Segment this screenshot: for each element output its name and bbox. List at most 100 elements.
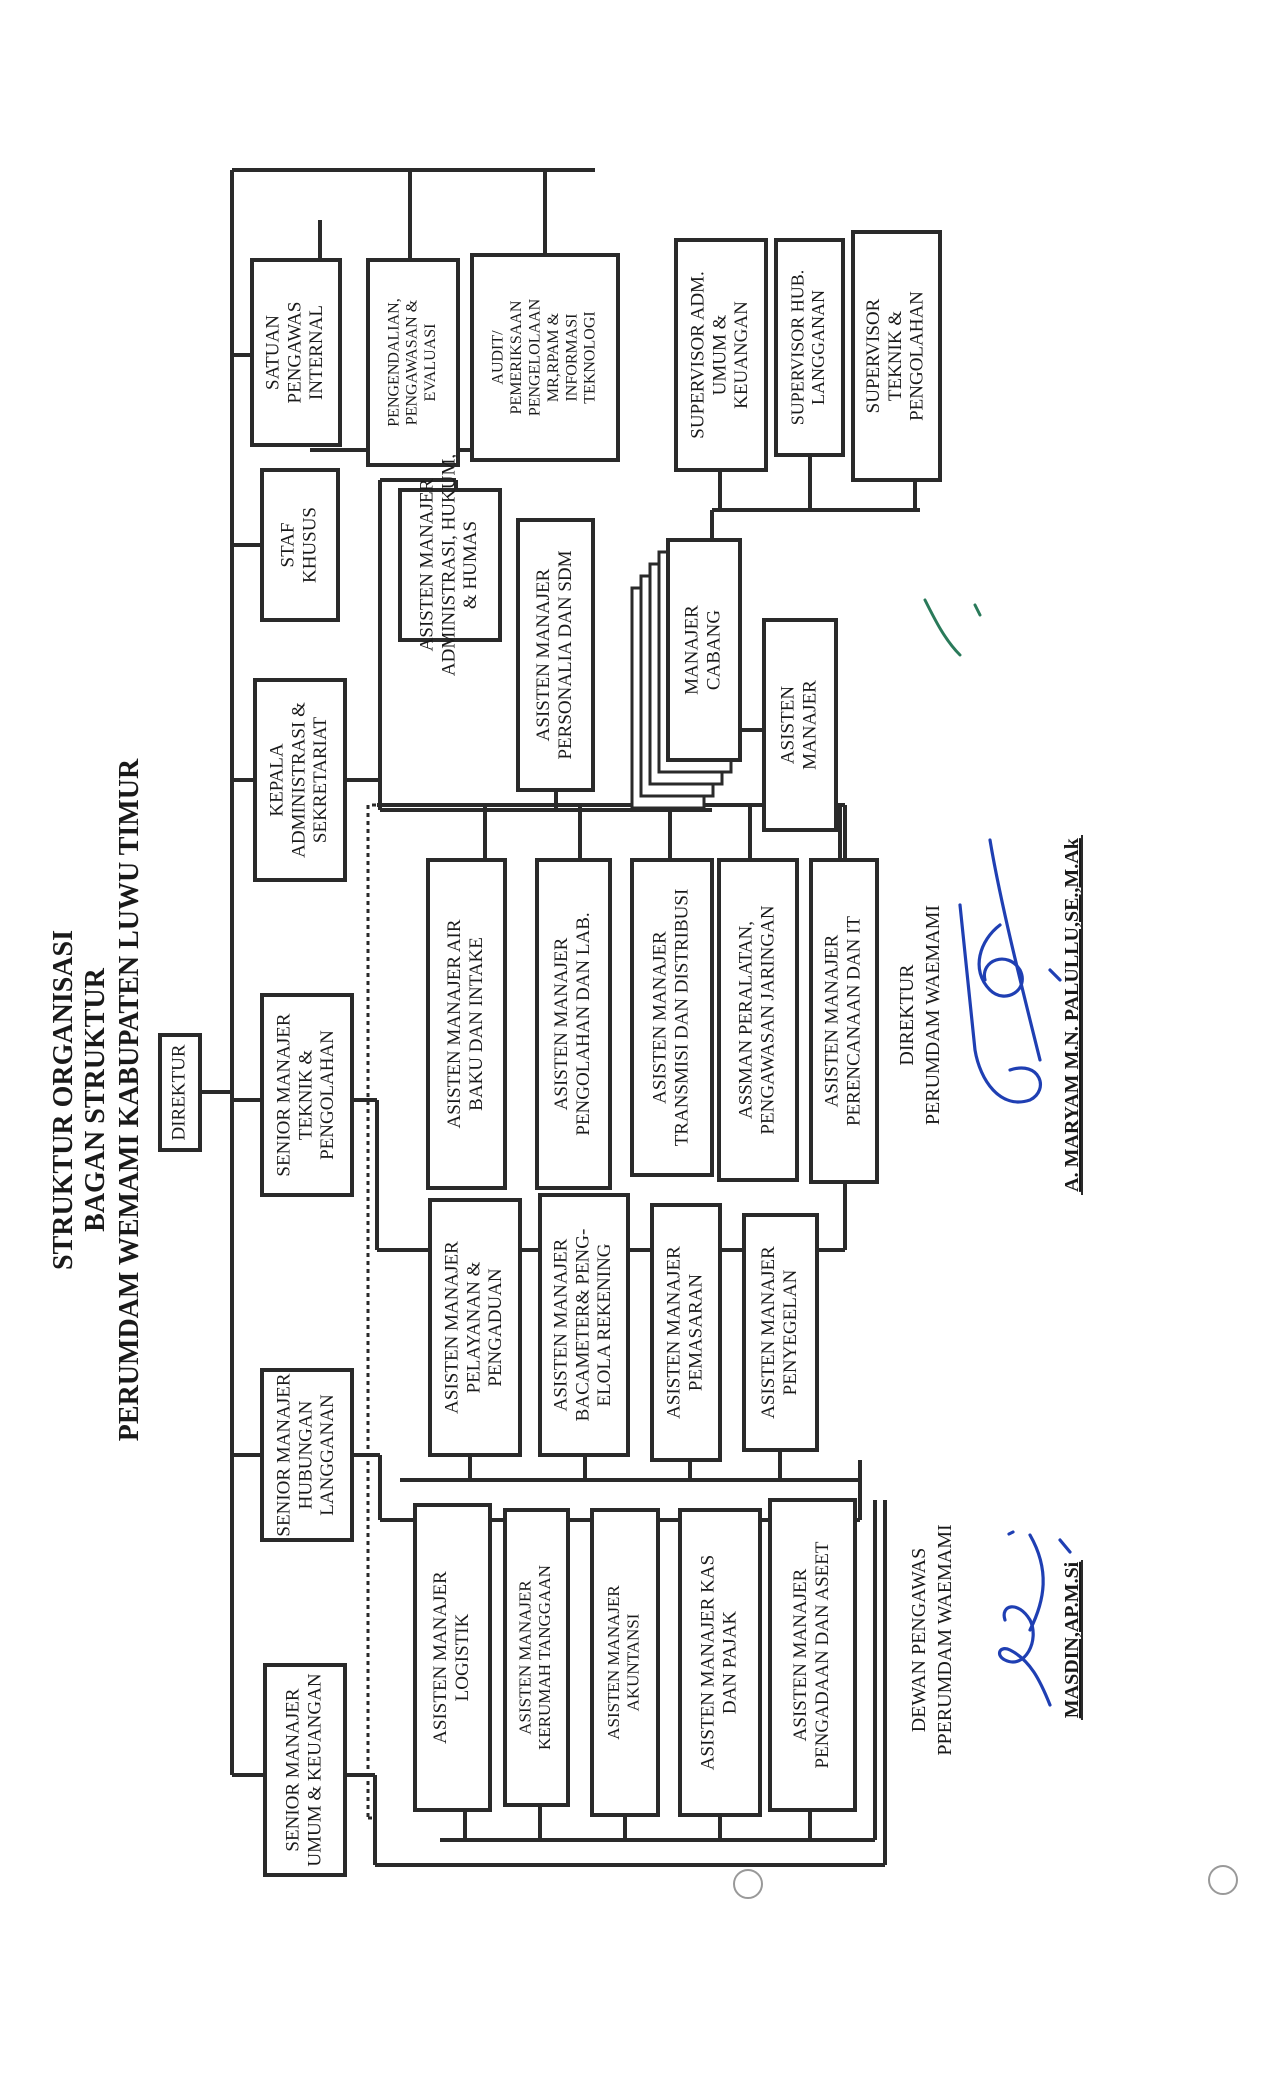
box-label-line: SENIOR MANAJER	[282, 1688, 303, 1851]
punch-hole-bottom	[733, 1869, 763, 1899]
box-label-line: PENGADAAN DAN ASEET	[812, 1541, 833, 1768]
box-label-line: SATUAN	[263, 315, 284, 390]
box-label-line: PENGENDALIAN,	[385, 298, 402, 426]
box-label-line: ASISTEN MANAJER	[758, 1246, 779, 1419]
box-label-line: ASISTEN MANAJER KAS	[697, 1555, 718, 1770]
box-label-line: SUPERVISOR HUB.	[787, 270, 807, 426]
box-label-line: & HUMAS	[460, 521, 481, 609]
box-label-line: DIREKTUR	[168, 1044, 189, 1140]
box-label-line: ASISTEN MANAJER	[551, 1238, 572, 1411]
box-label-line: KEUANGAN	[731, 301, 752, 409]
punch-hole-top	[1208, 1865, 1238, 1895]
box-label-line: TEKNOLOGI	[582, 311, 599, 403]
box-label-line: TEKNIK &	[885, 311, 906, 401]
box-label-line: PENGADUAN	[485, 1268, 506, 1387]
box-label-line: CABANG	[703, 610, 724, 691]
box-label-line: ASISTEN MANAJER	[649, 931, 670, 1104]
box-label-line: BACAMETER& PENG-	[572, 1229, 593, 1422]
box-label-line: ADMINISTRASI, HUKUM,	[438, 454, 459, 676]
box-label-line: PERENCANAAN DAN IT	[843, 916, 864, 1126]
box-label-line: AKUNTANSI	[624, 1613, 643, 1711]
box-label-line: LANGGANAN	[808, 290, 828, 405]
box-label-line: PEMASARAN	[685, 1274, 706, 1391]
box-label-line: PELAYANAN &	[463, 1261, 484, 1393]
box-label-line: ASISTEN MANAJER	[442, 1241, 463, 1414]
box-sup-adm: SUPERVISOR ADM.UMUM &KEUANGAN	[674, 238, 768, 472]
box-label-line: PENGAWAS	[284, 302, 305, 404]
box-label-line: KHUSUS	[299, 507, 320, 583]
title-line-1: STRUKTUR ORGANISASI	[48, 930, 79, 1270]
box-label-line: DAN PAJAK	[719, 1611, 740, 1715]
direktur-signature-label-2: PERUMDAM WAEMAMI	[922, 905, 944, 1125]
box-label-line: ASISTEN MANAJER	[821, 934, 842, 1107]
dewan-signature-label-1: DEWAN PENGAWAS	[908, 1548, 930, 1733]
box-label-line: ADMINISTRASI &	[288, 702, 309, 858]
box-label-line: ASISTEN MANAJER	[516, 1580, 535, 1735]
direktur-signature-ink	[923, 598, 1062, 1104]
box-label-line: PENGAWASAN &	[404, 299, 421, 425]
box-label-line: ASISTEN MANAJER	[551, 937, 572, 1110]
box-label-line: ASISTEN MANAJER	[663, 1246, 684, 1419]
box-label-line: PENGOLAHAN DAN LAB.	[573, 912, 594, 1135]
box-label-line: UMUM & KEUANGAN	[304, 1673, 325, 1866]
box-label-line: LANGGANAN	[317, 1394, 338, 1516]
signature-block-direktur: DIREKTUR PERUMDAM WAEMAMI A. MARYAM M.N.…	[896, 598, 1083, 1195]
box-label-line: KEPALA	[267, 743, 288, 816]
direktur-signature-name: A. MARYAM M.N. PALULLU,SE.,M.Ak	[1061, 837, 1083, 1192]
box-assman: ASSMAN PERALATAN,PENGAWASAN JARINGAN	[717, 858, 799, 1182]
box-label-line: PERSONALIA DAN SDM	[555, 550, 576, 759]
box-label-line: ASISTEN	[777, 686, 798, 764]
box-label-line: ASSMAN PERALATAN,	[735, 921, 756, 1119]
box-label-line: UMUM &	[709, 314, 730, 395]
box-label-line: MR,RPAM &	[545, 312, 562, 402]
box-label-line: SENIOR MANAJER	[274, 1373, 295, 1536]
box-label-line: LOGISTIK	[452, 1613, 473, 1701]
box-label-line: MANAJER	[681, 605, 702, 695]
box-label-line: PENGOLAHAN	[317, 1030, 338, 1160]
signature-block-dewan: DEWAN PENGAWAS PPERUMDAM WAEMAMI MASDIN,…	[908, 1524, 1083, 1756]
box-label-line: PENGOLAHAN	[907, 291, 928, 421]
box-label-line: PENGELOLAAN	[526, 298, 543, 416]
box-label-line: ASISTEN MANAJER AIR	[444, 919, 465, 1128]
box-label-line: ASISTEN MANAJER	[417, 478, 438, 651]
box-label-line: AUDIT/	[490, 330, 507, 385]
box-label-line: TEKNIK &	[295, 1050, 316, 1140]
box-label-line: PENYEGELAN	[780, 1269, 801, 1395]
box-label-line: MANAJER	[799, 680, 820, 770]
direktur-signature-label-1: DIREKTUR	[896, 964, 918, 1066]
box-label-line: ELOLA REKENING	[594, 1243, 615, 1406]
box-label-line: KERUMAH TANGGAAN	[535, 1565, 554, 1750]
dewan-signature-ink	[997, 1530, 1072, 1707]
box-label-line: PEMERIKSAAN	[508, 300, 525, 414]
box-label-line: ASISTEN MANAJER	[790, 1568, 811, 1741]
box-sup-hub: SUPERVISOR HUB.LANGGANAN	[774, 238, 845, 457]
box-label-line: HUBUNGAN	[295, 1400, 316, 1509]
box-pengendalian: PENGENDALIAN,PENGAWASAN &EVALUASI	[366, 258, 460, 467]
box-label-line: SUPERVISOR	[863, 298, 884, 413]
